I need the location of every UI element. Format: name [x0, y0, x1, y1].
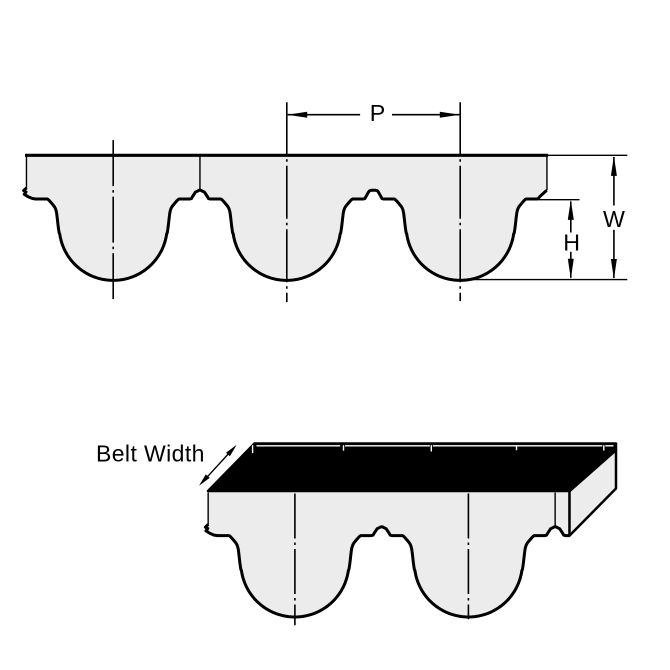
svg-text:Belt Width: Belt Width [96, 441, 205, 467]
svg-text:H: H [563, 229, 580, 255]
svg-text:W: W [603, 206, 625, 232]
svg-text:P: P [370, 100, 385, 126]
